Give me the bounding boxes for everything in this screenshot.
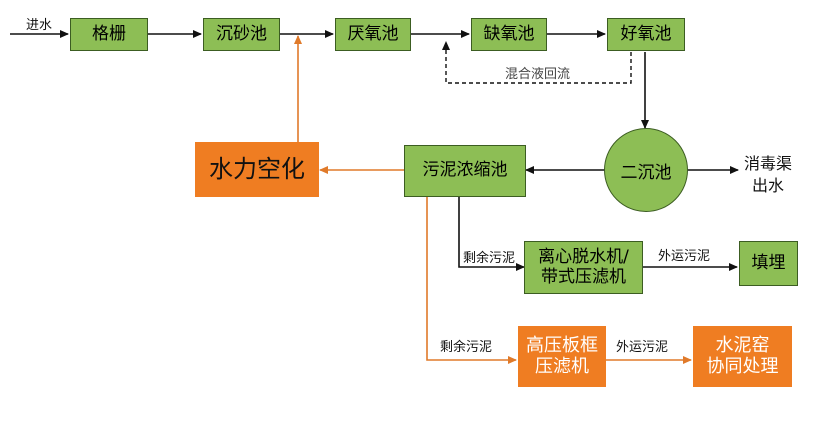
- node-anaerobic-tank: 厌氧池: [335, 18, 411, 51]
- arrow-thickener-centrifuge: [458, 196, 525, 271]
- label-effluent: 出水: [752, 176, 785, 195]
- centrifuge-label-line1: 离心脱水机/: [538, 246, 629, 267]
- kiln-label-line1: 水泥窑: [715, 334, 770, 356]
- node-cement-kiln: 水泥窑 协同处理: [693, 326, 792, 387]
- press-label-line1: 高压板框: [526, 334, 598, 356]
- node-secondary-clarifier: 二沉池: [604, 128, 688, 212]
- label-excess-sludge-upper: 剩余污泥: [463, 251, 516, 266]
- label-excess-sludge-lower: 剩余污泥: [440, 340, 493, 355]
- label-haul-sludge-lower: 外运污泥: [616, 340, 669, 355]
- node-anoxic-tank: 缺氧池: [471, 18, 547, 51]
- press-label-line2: 压滤机: [535, 355, 589, 377]
- node-high-pressure-filter-press: 高压板框 压滤机: [518, 326, 606, 387]
- node-centrifuge-belt-press: 离心脱水机/ 带式压滤机: [524, 241, 643, 294]
- node-grit-chamber: 沉砂池: [203, 18, 280, 51]
- label-haul-sludge-upper: 外运污泥: [658, 249, 711, 264]
- node-secondary-clarifier-label: 二沉池: [620, 162, 672, 183]
- node-hydrodynamic-cavitation: 水力空化: [195, 142, 319, 197]
- label-disinfection-channel: 消毒渠: [744, 154, 793, 173]
- label-mixed-liquor-recycle: 混合液回流: [505, 67, 571, 82]
- label-inflow: 进水: [26, 18, 53, 33]
- node-landfill: 填埋: [739, 241, 798, 286]
- node-grille: 格栅: [70, 18, 148, 51]
- node-aerobic-tank: 好氧池: [607, 18, 685, 51]
- centrifuge-label-line2: 带式压滤机: [541, 266, 626, 287]
- node-sludge-thickener: 污泥浓缩池: [404, 145, 526, 197]
- recycle-loop: [442, 41, 632, 84]
- arrow-thickener-press: [426, 196, 517, 364]
- kiln-label-line2: 协同处理: [706, 355, 779, 377]
